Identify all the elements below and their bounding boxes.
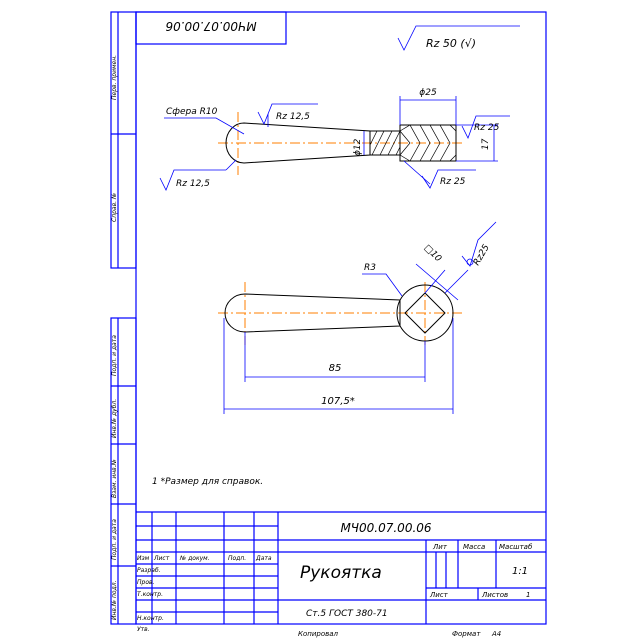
rz-25-shank: Rz 25 [440, 177, 466, 187]
tb-masshtab-val: 1:1 [512, 566, 528, 577]
tb-list: Лист [153, 555, 170, 562]
dim-d12: ϕ12 [353, 138, 363, 156]
dim-sq10: □10 [422, 243, 443, 264]
tb-part-name: Рукоятка [300, 563, 382, 583]
general-roughness-text: Rz 50 (√) [426, 37, 476, 50]
dim-l85: 85 [329, 363, 342, 374]
side-columns: Перв. примен. Справ. № Подп. и дата Инв.… [110, 11, 137, 625]
col-inv-podl: Инв.№ подл. [111, 580, 118, 620]
dim-h17: 17 [481, 138, 491, 150]
rz-125-top: Rz 12,5 [276, 112, 310, 122]
bottom-view: R3 □10 Rz25 85 107,5* [218, 221, 497, 414]
tb-data: Дата [255, 555, 272, 562]
footer-format: Формат [452, 630, 481, 638]
hatch-head [399, 124, 457, 162]
tb-massa: Масса [463, 543, 485, 551]
tb-ndokum: № докум. [179, 555, 210, 562]
rz-25-head: Rz25 [472, 243, 492, 268]
tb-podp: Подп. [228, 555, 246, 562]
tb-tkontr: Т.контр. [137, 591, 163, 598]
note-text: 1 *Размер для справок. [152, 477, 263, 487]
hatch-shank [369, 130, 401, 156]
dim-d25: ϕ25 [419, 88, 437, 98]
col-podp2: Подп. и дата [111, 519, 118, 560]
title-block: МЧ00.07.00.06 Рукоятка Ст.5 ГОСТ 380-71 … [136, 511, 546, 633]
tb-nkontr: Н.контр. [137, 615, 164, 622]
tb-listov: Листов [481, 591, 508, 599]
tb-list2: Лист [429, 591, 449, 599]
top-view: ϕ25 ϕ12 17 Сфера R10 Rz 12,5 Rz 12,5 Rz … [159, 88, 510, 191]
footer-kopiroval: Копировал [298, 630, 339, 638]
label-r3: R3 [364, 263, 376, 273]
tb-izm: Изм [137, 555, 150, 562]
tb-razrab: Разраб. [137, 567, 161, 574]
footer-format-val: A4 [491, 630, 501, 638]
dim-l1075: 107,5* [321, 396, 355, 407]
tb-prov: Пров. [137, 579, 155, 586]
top-designation: МЧ00.07.00.06 [165, 19, 256, 33]
tb-utv: Утв. [137, 626, 150, 633]
col-inv-dubl: Инв.№ дубл. [111, 399, 118, 438]
tb-listov-val: 1 [526, 591, 530, 599]
tb-lit: Лит [432, 543, 448, 551]
col-sprav: Справ. № [111, 193, 118, 222]
col-perv: Перв. примен. [111, 55, 118, 100]
tb-masshtab: Масштаб [499, 543, 533, 551]
rz-25-right: Rz 25 [474, 123, 500, 133]
tb-material: Ст.5 ГОСТ 380-71 [306, 609, 388, 619]
rz-125-bottom: Rz 12,5 [176, 179, 210, 189]
general-roughness: Rz 50 (√) [397, 25, 520, 51]
label-sphere: Сфера R10 [166, 107, 218, 117]
col-podp1: Подп. и дата [111, 335, 118, 376]
col-vzam: Взам. инв.№ [111, 459, 118, 498]
tb-designation: МЧ00.07.00.06 [340, 521, 431, 535]
